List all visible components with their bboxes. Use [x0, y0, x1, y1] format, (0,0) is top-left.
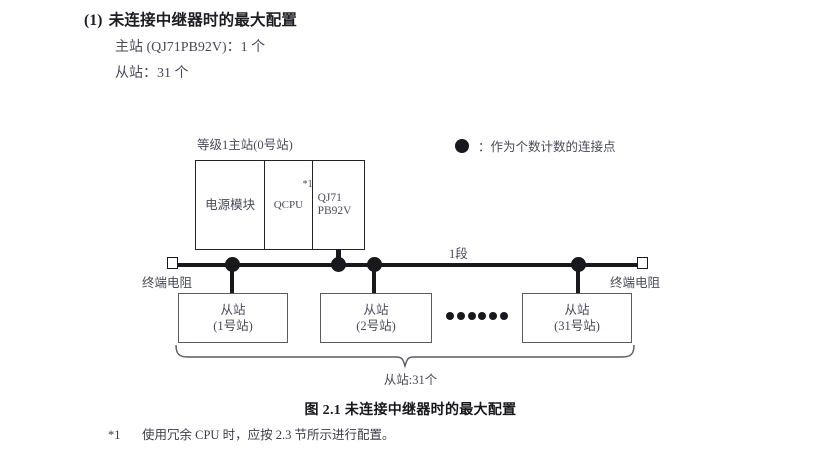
qj71pb92v-label: QJ71 PB92V	[313, 192, 364, 218]
ellipsis-dots	[446, 311, 508, 320]
qcpu-footnote-marker: *1	[302, 179, 313, 190]
slave-2-label-line2: (2号站)	[356, 319, 396, 333]
slave-2-label-line1: 从站	[363, 303, 389, 317]
slave-1-label-line1: 从站	[220, 303, 246, 317]
legend-label: ：作为个数计数的连接点	[478, 140, 616, 154]
drop-line-slave-1	[230, 266, 234, 294]
spec-line-master: 主站 (QJ71PB92V)：1 个	[115, 40, 266, 55]
drop-line-slave-2	[372, 266, 376, 294]
connection-dot-slave-31	[571, 257, 586, 272]
trunk-bus-line	[172, 263, 642, 267]
brace-icon	[175, 344, 635, 369]
section-title-text: 未连接中继器时的最大配置	[108, 12, 298, 29]
slave-station-box-2: 从站 (2号站)	[320, 293, 432, 343]
slave-31-label: 从站 (31号站)	[554, 302, 600, 334]
footnote-marker: *1	[108, 428, 121, 442]
slave-count-caption: 从站:31个	[383, 373, 438, 387]
slave-count-brace	[170, 344, 640, 369]
spec-line-slave: 从站：31 个	[115, 66, 189, 81]
ellipsis-dot	[499, 311, 508, 320]
footnote-text: 使用冗余 CPU 时，应按 2.3 节所示进行配置。	[142, 428, 395, 442]
connection-dot-master	[331, 257, 346, 272]
ellipsis-dot	[489, 311, 498, 320]
ellipsis-dot	[478, 311, 487, 320]
terminator-right-label: 终端电阻	[610, 276, 661, 290]
slave-1-label: 从站 (1号站)	[213, 302, 253, 334]
legend: ：作为个数计数的连接点	[455, 136, 616, 155]
qj71pb92v-label-line1: QJ71	[317, 191, 342, 204]
slave-station-box-1: 从站 (1号站)	[178, 293, 288, 343]
qcpu-cell: QCPU *1	[265, 161, 313, 249]
drop-line-slave-31	[576, 266, 580, 294]
slave-1-label-line2: (1号站)	[213, 319, 253, 333]
footnote-row: *1 使用冗余 CPU 时，应按 2.3 节所示进行配置。	[108, 424, 758, 443]
power-module-cell: 电源模块	[196, 161, 266, 249]
terminator-left-label: 终端电阻	[142, 276, 193, 290]
page-title: (1) 未连接中继器时的最大配置	[84, 8, 724, 30]
filled-circle-icon	[455, 138, 469, 153]
slave-31-label-line2: (31号站)	[554, 319, 600, 333]
section-number: (1)	[84, 12, 103, 29]
connection-dot-slave-2	[367, 257, 382, 272]
qcpu-label: QCPU	[273, 198, 304, 211]
connection-dot-slave-1	[225, 257, 240, 272]
terminator-left-icon	[167, 257, 178, 269]
heading-section: (1) 未连接中继器时的最大配置 主站 (QJ71PB92V)：1 个 从站：31…	[84, 8, 724, 82]
figure-caption: 图 2.1 未连接中继器时的最大配置	[304, 403, 517, 418]
terminator-right-icon	[637, 257, 648, 269]
ellipsis-dot	[456, 311, 465, 320]
master-station-rack: 电源模块 QCPU *1 QJ71 PB92V	[195, 160, 365, 250]
ellipsis-dot	[467, 311, 476, 320]
ellipsis-dot	[446, 311, 454, 320]
slave-31-label-line1: 从站	[564, 303, 590, 317]
qj71pb92v-label-line2: PB92V	[317, 205, 352, 217]
qj71pb92v-cell: QJ71 PB92V	[313, 161, 364, 249]
slave-2-label: 从站 (2号站)	[356, 302, 396, 334]
power-module-label: 电源模块	[205, 197, 256, 212]
master-rack-label: 等级1主站(0号站)	[197, 138, 293, 152]
slave-station-box-31: 从站 (31号站)	[522, 293, 632, 343]
segment-label: 1段	[449, 247, 468, 261]
